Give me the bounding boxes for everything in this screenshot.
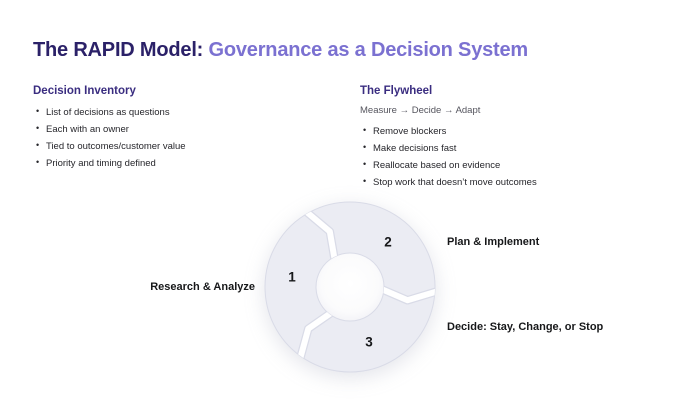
- decision-inventory-bullets: List of decisions as questions Each with…: [33, 106, 333, 169]
- list-item: Make decisions fast: [360, 142, 680, 154]
- flywheel-bullets: Remove blockers Make decisions fast Real…: [360, 125, 680, 188]
- page-title-accent: Governance as a Decision System: [208, 39, 529, 62]
- cycle-step-1-label: Research & Analyze: [150, 281, 255, 293]
- segment-gap: [296, 308, 336, 364]
- list-item: List of decisions as questions: [33, 106, 333, 118]
- cycle-step-2-label: Plan & Implement: [447, 236, 540, 248]
- list-item: Remove blockers: [360, 125, 680, 137]
- cycle-step-1-number: 1: [288, 269, 296, 285]
- list-item: Each with an owner: [33, 123, 333, 135]
- page-title: The RAPID Model: Governance as a Decisio…: [33, 39, 528, 62]
- list-item: Reallocate based on evidence: [360, 159, 680, 171]
- flywheel-subtitle: Measure → Decide → Adapt: [360, 105, 481, 116]
- list-item: Tied to outcomes/customer value: [33, 140, 333, 152]
- flywheel-heading: The Flywheel: [360, 85, 433, 97]
- page-title-prefix: The RAPID Model:: [33, 39, 204, 62]
- cycle-step-2-number: 2: [384, 234, 392, 250]
- cycle-step-3-number: 3: [365, 334, 373, 350]
- decision-inventory-section: Decision Inventory List of decisions as …: [33, 85, 333, 169]
- cycle-hole: [316, 253, 384, 321]
- segment-gap: [377, 285, 436, 304]
- cycle-step-3-label: Decide: Stay, Change, or Stop: [447, 321, 604, 333]
- list-item: Stop work that doesn’t move outcomes: [360, 176, 680, 188]
- flywheel-section: The Flywheel Measure → Decide → Adapt Re…: [360, 85, 680, 188]
- cycle-diagram: [264, 201, 436, 373]
- decision-inventory-heading: Decision Inventory: [33, 85, 136, 97]
- segment-gap: [301, 206, 339, 263]
- list-item: Priority and timing defined: [33, 157, 333, 169]
